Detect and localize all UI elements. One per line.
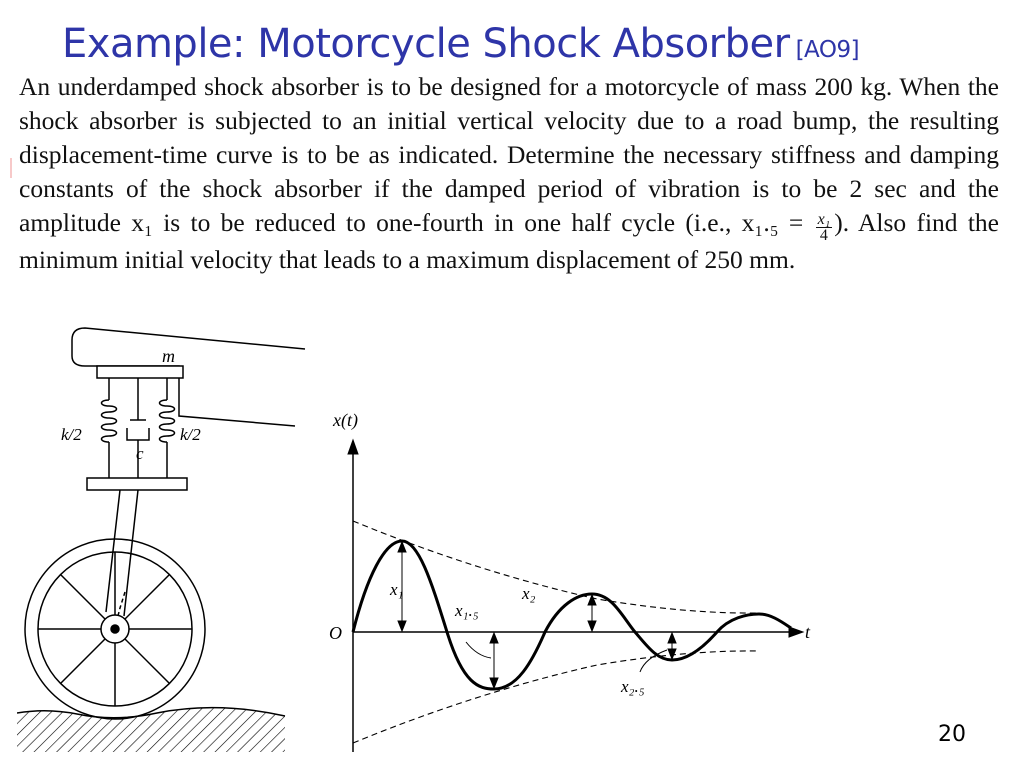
lower-plate xyxy=(86,477,188,491)
amplitude-marker-x2 xyxy=(587,593,597,633)
displacement-time-plot xyxy=(347,438,805,752)
margin-marker xyxy=(10,158,12,178)
origin-label: O xyxy=(329,623,342,643)
lower-envelope xyxy=(352,650,760,744)
slide-title: Example: Motorcycle Shock Absorber[AO9] xyxy=(62,18,860,70)
y-axis-arrow xyxy=(347,438,359,455)
x2-label: x₂ xyxy=(521,584,536,603)
shock-absorber-figure: m k/2 k/2 c xyxy=(17,316,817,752)
problem-statement: An underdamped shock absorber is to be d… xyxy=(19,70,999,277)
problem-text-part2: ). Also find the minimum initial velocit… xyxy=(19,208,999,274)
mass-label: m xyxy=(162,346,175,366)
amplitude-marker-x15 xyxy=(465,631,499,690)
spring-left-label: k/2 xyxy=(61,425,82,444)
slide-title-text: Example: Motorcycle Shock Absorber xyxy=(62,21,790,67)
right-spring xyxy=(158,399,176,443)
response-curve xyxy=(351,539,792,691)
y-axis-label: x(t) xyxy=(332,410,358,431)
x-axis-label: t xyxy=(805,622,811,642)
x25-label: x₂.₅ xyxy=(620,677,645,696)
page-number: 20 xyxy=(938,722,966,747)
figure-svg: m k/2 k/2 c xyxy=(17,327,811,752)
fraction-denominator: 4 xyxy=(819,227,828,244)
wheel-spokes xyxy=(38,552,192,706)
motorcycle-suspension-drawing xyxy=(17,327,306,752)
spring-right-label: k/2 xyxy=(180,425,201,444)
left-spring xyxy=(100,399,118,443)
x-axis-arrow xyxy=(788,626,805,638)
x15-label: x₁.₅ xyxy=(454,601,479,620)
upper-plate xyxy=(96,365,184,379)
damper-cylinder xyxy=(126,428,150,441)
problem-text-part1: An underdamped shock absorber is to be d… xyxy=(19,72,999,237)
slide-title-tag: [AO9] xyxy=(795,37,860,63)
amplitude-marker-x1 xyxy=(397,540,407,633)
x1-label: x₁ xyxy=(389,580,403,599)
motorcycle-frame xyxy=(71,327,306,427)
damper-label: c xyxy=(136,444,144,463)
fraction-numerator: x₁ xyxy=(815,211,833,228)
upper-envelope xyxy=(352,520,760,614)
amplitude-marker-x25 xyxy=(639,631,677,673)
road-hatching xyxy=(17,707,285,752)
